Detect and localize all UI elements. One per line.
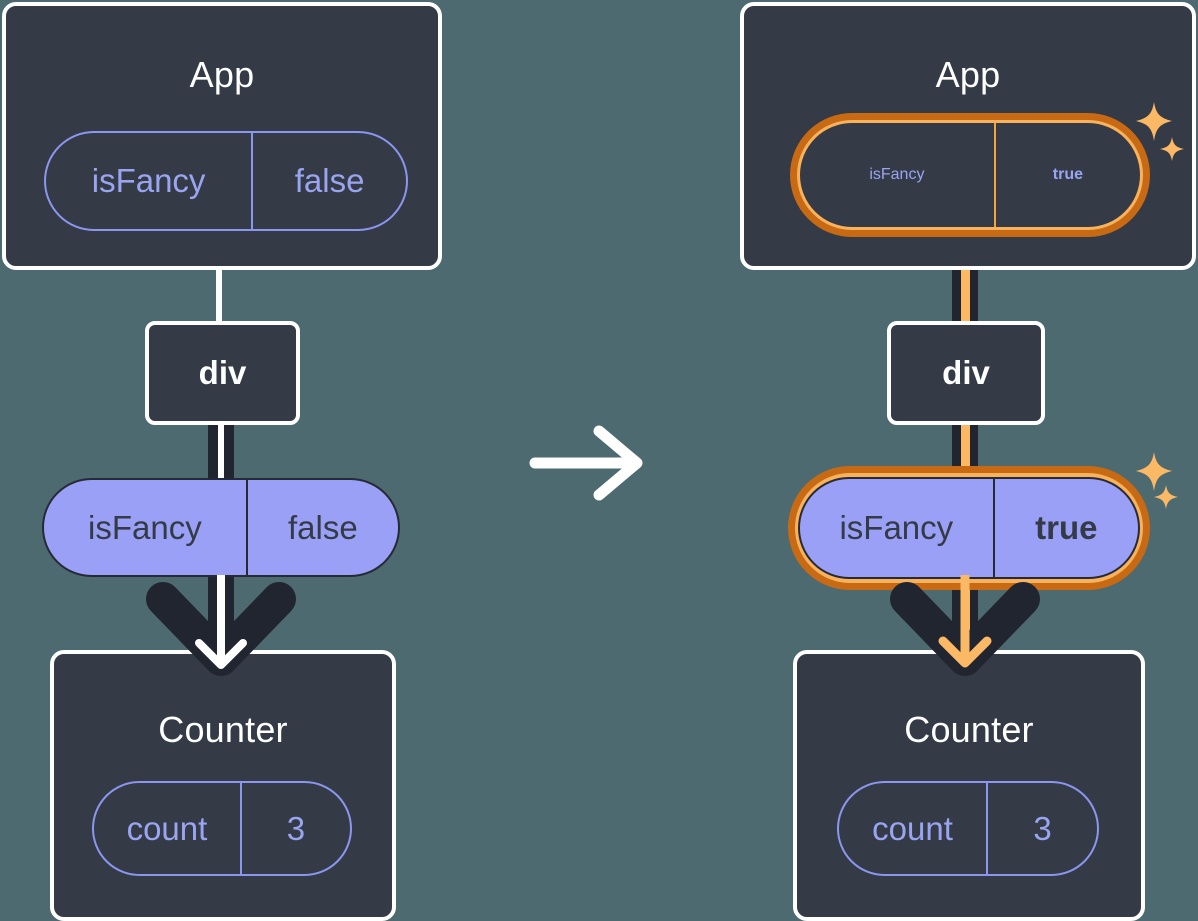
- arrow-right-icon: [529, 425, 643, 501]
- prop-pill-after[interactable]: isFancy true: [798, 477, 1140, 579]
- prop-pill-before[interactable]: isFancy false: [42, 478, 400, 577]
- state-pill-key-counter-before: count: [126, 809, 208, 847]
- state-pill-value-app-after: true: [993, 123, 1140, 227]
- element-node-div-after[interactable]: div: [887, 321, 1045, 425]
- state-pill-counter-before[interactable]: count 3: [92, 781, 352, 876]
- panel-after: App isFancy true div isFancy true: [700, 0, 1198, 921]
- component-title-app-after: App: [935, 54, 1001, 95]
- state-pill-app-after[interactable]: isFancy true: [800, 123, 1140, 227]
- connector-div-to-prop-before-inner: [218, 418, 224, 484]
- panel-before: App isFancy false div isFancy false: [0, 0, 520, 921]
- connector-app-to-div-after-highlight: [961, 222, 970, 326]
- state-pill-key-app-before: isFancy: [91, 162, 206, 199]
- state-pill-value-counter-before: 3: [239, 783, 350, 874]
- sparkle-icon-prop-after: [1136, 452, 1172, 491]
- component-box-counter-after[interactable]: Counter count 3: [793, 650, 1145, 921]
- state-pill-key-counter-after: count: [872, 809, 953, 847]
- component-title-counter-after: Counter: [904, 709, 1034, 750]
- state-pill-counter-after[interactable]: count 3: [837, 781, 1099, 876]
- sparkle-icon-app-after: [1136, 102, 1172, 141]
- arrow-down-icon-after: [938, 575, 992, 668]
- highlight-ring-app-state-inner-after: [800, 123, 1140, 227]
- element-node-div-label-after: div: [942, 354, 990, 391]
- element-node-div-label-before: div: [198, 354, 247, 391]
- prop-pill-key-before: isFancy: [88, 508, 202, 546]
- prop-pill-value-after: true: [992, 479, 1138, 577]
- state-pill-value-app-before: false: [251, 133, 406, 229]
- component-box-app-before[interactable]: App isFancy false: [2, 2, 442, 270]
- component-title-counter-before: Counter: [158, 709, 288, 750]
- prop-pill-value-before: false: [245, 480, 398, 575]
- sparkle-small-icon-prop-after: [1154, 485, 1178, 509]
- state-pill-value-counter-after: 3: [986, 783, 1097, 874]
- connector-div-to-prop-after-highlight: [961, 418, 970, 484]
- state-pill-app-before[interactable]: isFancy false: [44, 131, 408, 231]
- element-node-div-before[interactable]: div: [145, 321, 300, 425]
- component-title-app-before: App: [189, 54, 255, 95]
- arrow-down-icon-before: [195, 575, 247, 669]
- connector-app-to-div-before: [216, 262, 222, 326]
- prop-pill-key-after: isFancy: [839, 509, 954, 546]
- sparkle-small-icon-app-after: [1160, 137, 1184, 161]
- state-pill-key-app-after: isFancy: [869, 166, 925, 183]
